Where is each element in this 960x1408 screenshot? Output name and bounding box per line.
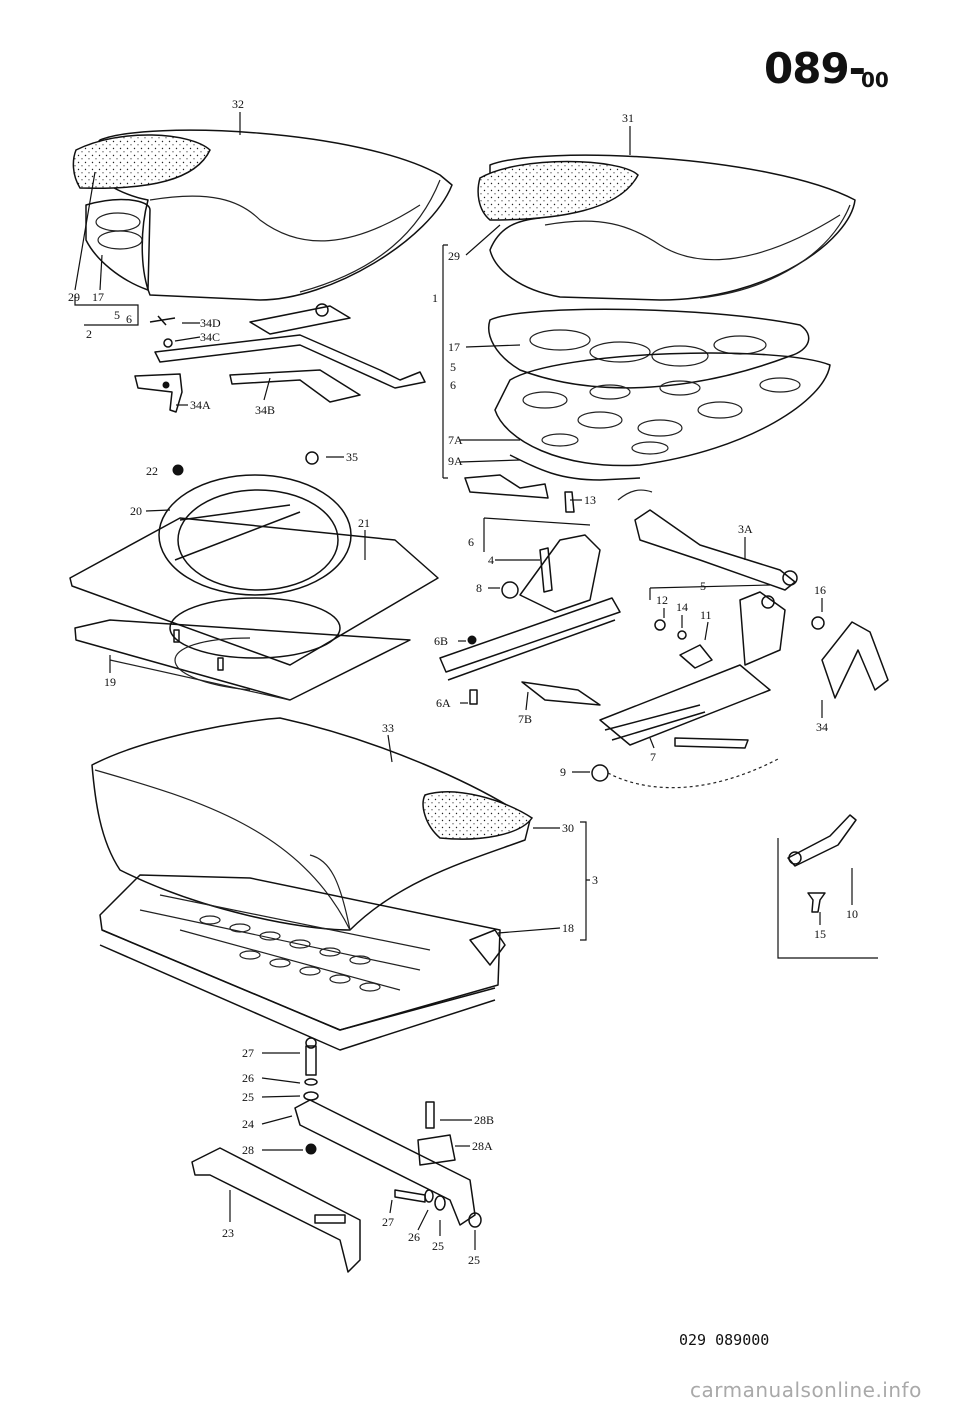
- inset-detail: [777, 814, 878, 959]
- callout-30: 30: [562, 821, 574, 835]
- callout-34A: 34A: [190, 398, 211, 412]
- callout-32: 32: [232, 97, 244, 111]
- callout-23: 23: [222, 1226, 234, 1240]
- group-number: 089-: [764, 44, 866, 93]
- callout-25: 25: [242, 1090, 254, 1104]
- cushion-31: [464, 154, 856, 499]
- callout-19: 19: [104, 675, 116, 689]
- callout-14: 14: [676, 600, 688, 614]
- callout-31: 31: [622, 111, 634, 125]
- callout-33: 33: [382, 721, 394, 735]
- callout-6B: 6B: [434, 634, 448, 648]
- callout-6-right: 6: [450, 378, 456, 392]
- callout-9: 9: [560, 765, 566, 779]
- mounting-brackets: [191, 1037, 482, 1273]
- callout-3: 3: [592, 873, 598, 887]
- callout-8: 8: [476, 581, 482, 595]
- callout-13: 13: [584, 493, 596, 507]
- callout-28A: 28A: [472, 1139, 493, 1153]
- callout-15: 15: [814, 927, 826, 941]
- callout-26: 26: [242, 1071, 254, 1085]
- callout-27: 27: [242, 1046, 254, 1060]
- callout-5: 5: [114, 308, 120, 322]
- group-separator: -: [848, 44, 866, 93]
- subgroup-number: 00: [861, 68, 889, 92]
- callout-10: 10: [846, 907, 858, 921]
- callout-35: 35: [346, 450, 358, 464]
- callout-34: 34: [816, 720, 828, 734]
- callout-6-mech: 6: [468, 535, 474, 549]
- callout-7: 7: [650, 750, 656, 764]
- callout-24: 24: [242, 1117, 254, 1131]
- watermark-text: carmanualsonline.info: [690, 1378, 922, 1402]
- callout-25-lower: 25: [432, 1239, 444, 1253]
- callout-17: 17: [92, 290, 104, 304]
- leader-lines: [74, 112, 853, 1250]
- cushion-32: [72, 129, 453, 301]
- callout-17-right: 17: [448, 340, 460, 354]
- cushion-33: [91, 717, 534, 1051]
- callout-12: 12: [656, 593, 668, 607]
- callout-18: 18: [562, 921, 574, 935]
- callout-29-right: 29: [448, 249, 460, 263]
- callout-6: 6: [126, 312, 132, 326]
- callout-2: 2: [86, 327, 92, 341]
- callout-25-right: 25: [468, 1253, 480, 1267]
- callout-34C: 34C: [200, 330, 220, 344]
- adjuster-34-group: [134, 303, 426, 413]
- callout-3A: 3A: [738, 522, 753, 536]
- callout-27-lower: 27: [382, 1215, 394, 1229]
- callout-34B: 34B: [255, 403, 275, 417]
- callout-11: 11: [700, 608, 712, 622]
- callout-34D: 34D: [200, 316, 221, 330]
- callouts: 32 31 29 17 5 6 2 34D 34C 34A 34B 29 1 1…: [68, 97, 858, 1267]
- callout-9A: 9A: [448, 454, 463, 468]
- callout-5-mech: 5: [700, 579, 706, 593]
- callout-28B: 28B: [474, 1113, 494, 1127]
- callout-6A: 6A: [436, 696, 451, 710]
- document-number: 029 089000: [679, 1331, 770, 1349]
- recliner-mechanism: [439, 489, 889, 789]
- callout-22: 22: [146, 464, 158, 478]
- callout-21: 21: [358, 516, 370, 530]
- callout-20: 20: [130, 504, 142, 518]
- callout-26-lower: 26: [408, 1230, 420, 1244]
- callout-7B: 7B: [518, 712, 532, 726]
- callout-29: 29: [68, 290, 80, 304]
- callout-4: 4: [488, 553, 494, 567]
- callout-1: 1: [432, 291, 438, 305]
- swivel-plate: [69, 451, 439, 701]
- frame-slots: [199, 915, 381, 992]
- callout-16: 16: [814, 583, 826, 597]
- callout-5-right: 5: [450, 360, 456, 374]
- callout-28: 28: [242, 1143, 254, 1157]
- callout-7A: 7A: [448, 433, 463, 447]
